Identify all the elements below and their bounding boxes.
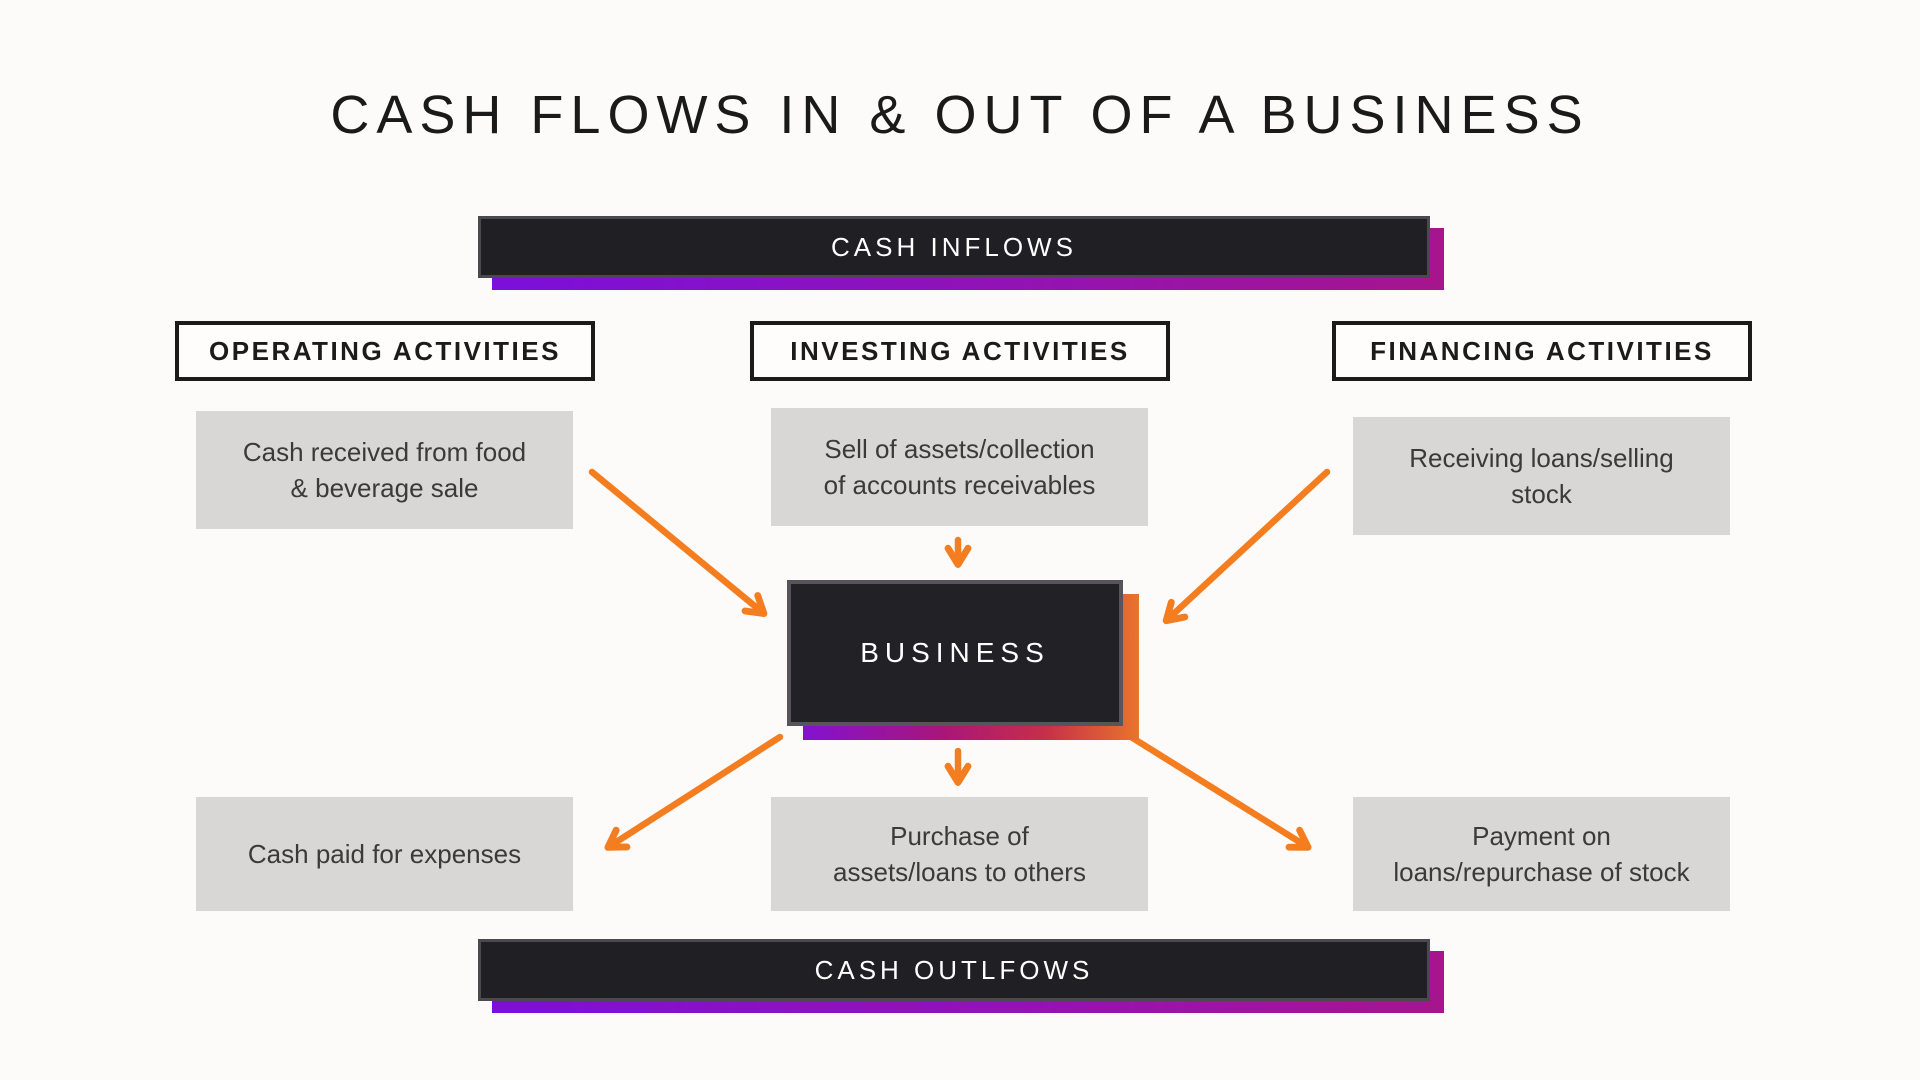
arrow-financing-outflow (1127, 733, 1312, 851)
box-financing-outflow: Payment on loans/repurchase of stock (1353, 797, 1730, 911)
cash-outflows-label: CASH OUTLFOWS (814, 954, 1094, 985)
box-investing-outflow-text: Purchase of assets/loans to others (833, 821, 1086, 887)
box-investing-inflow: Sell of assets/collection of accounts re… (771, 408, 1148, 526)
cash-outflows-banner: CASH OUTLFOWS (478, 939, 1444, 1013)
arrow-operating-inflow (588, 468, 768, 618)
header-operating-label: OPERATING ACTIVITIES (209, 335, 561, 366)
box-investing-outflow: Purchase of assets/loans to others (771, 797, 1148, 911)
box-investing-inflow-text: Sell of assets/collection of accounts re… (823, 434, 1096, 500)
cash-inflows-banner: CASH INFLOWS (478, 216, 1444, 290)
page-title: CASH FLOWS IN & OUT OF A BUSINESS (330, 85, 1590, 145)
box-operating-outflow: Cash paid for expenses (196, 797, 573, 911)
cash-outflows-bar: CASH OUTLFOWS (478, 939, 1430, 1001)
box-operating-inflow: Cash received from food & beverage sale (196, 411, 573, 529)
header-operating-activities: OPERATING ACTIVITIES (175, 321, 595, 381)
box-financing-outflow-text: Payment on loans/repurchase of stock (1393, 821, 1690, 887)
cash-inflows-label: CASH INFLOWS (831, 231, 1077, 262)
box-operating-outflow-text: Cash paid for expenses (247, 839, 522, 869)
cash-inflows-bar: CASH INFLOWS (478, 216, 1430, 278)
header-financing-activities: FINANCING ACTIVITIES (1332, 321, 1752, 381)
arrow-financing-inflow (1162, 468, 1331, 625)
box-operating-inflow-text: Cash received from food & beverage sale (242, 437, 527, 503)
header-investing-label: INVESTING ACTIVITIES (790, 335, 1130, 366)
business-box: BUSINESS (787, 580, 1139, 740)
business-bar: BUSINESS (787, 580, 1123, 726)
box-financing-inflow-text: Receiving loans/selling stock (1409, 443, 1674, 509)
header-financing-label: FINANCING ACTIVITIES (1370, 335, 1714, 366)
business-label: BUSINESS (860, 637, 1050, 668)
box-financing-inflow: Receiving loans/selling stock (1353, 417, 1730, 535)
header-investing-activities: INVESTING ACTIVITIES (750, 321, 1170, 381)
arrow-operating-outflow (604, 733, 784, 851)
